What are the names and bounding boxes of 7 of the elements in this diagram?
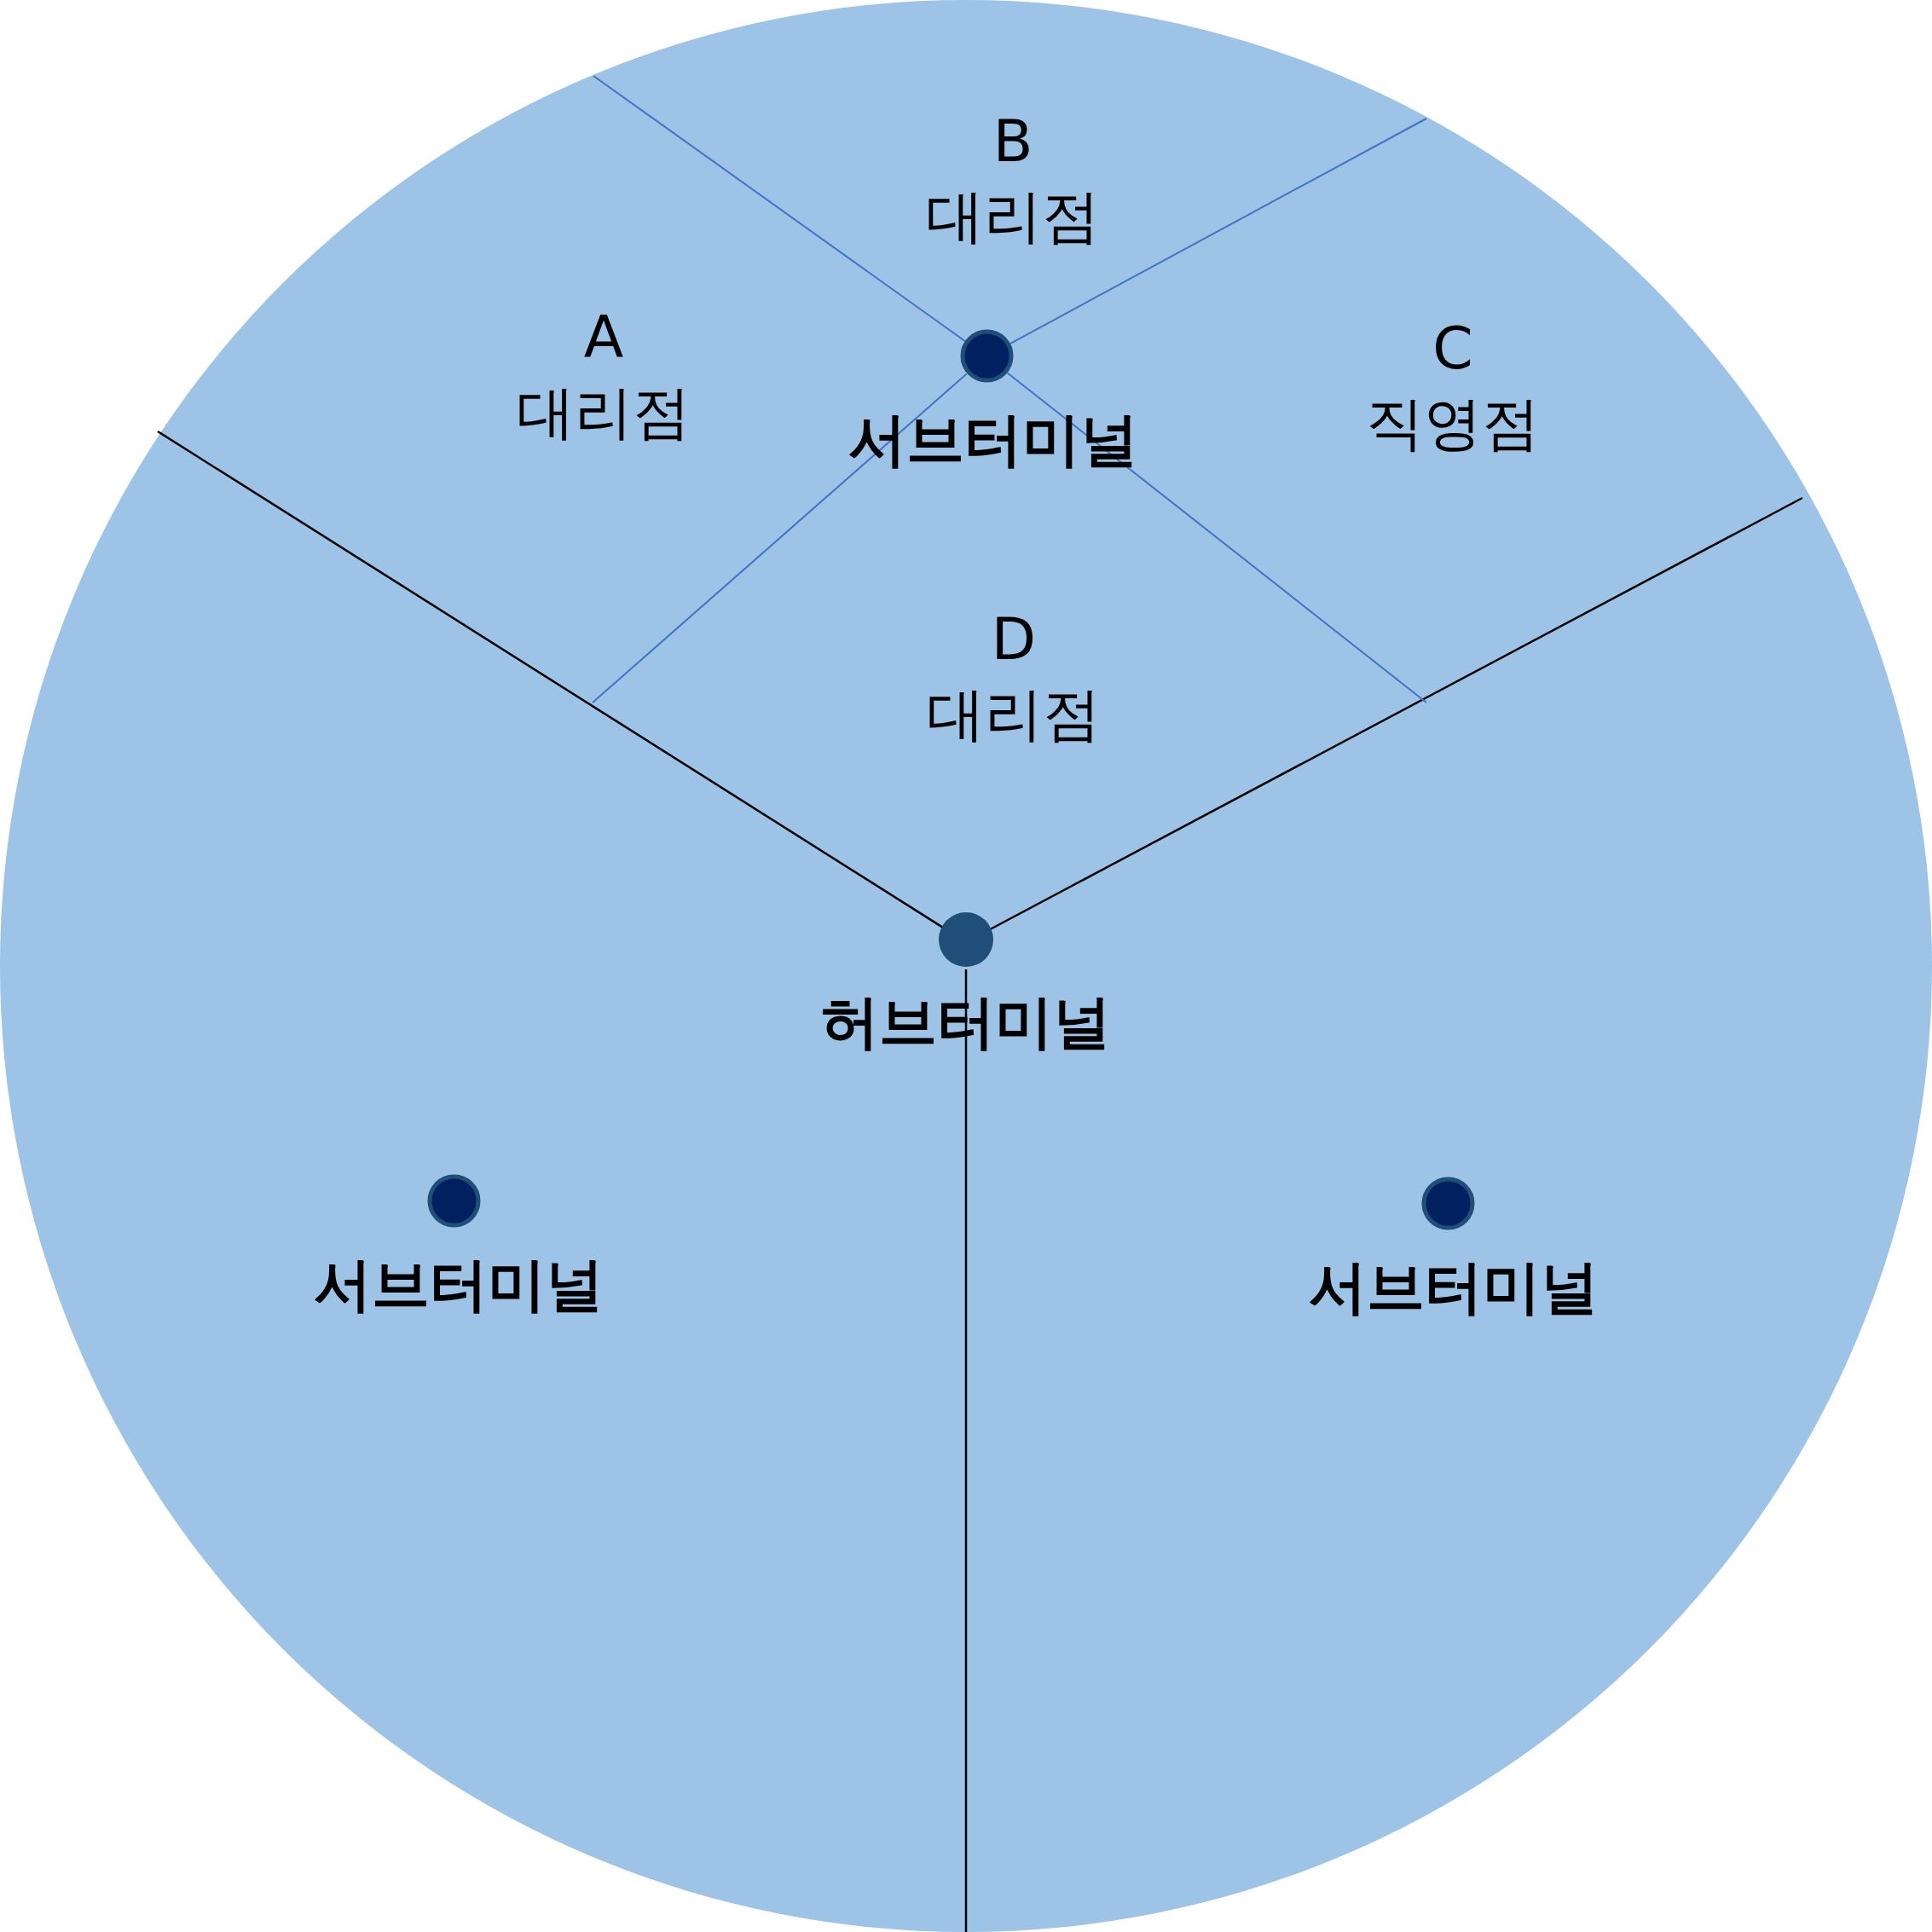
zone-label: A 대리점	[517, 303, 691, 448]
zone-label: D 대리점	[927, 604, 1101, 750]
zone-label: C 직영점	[1366, 314, 1540, 460]
terminal-label: 서브터미널	[848, 411, 1138, 469]
terminal-label: 서브터미널	[1309, 1258, 1599, 1316]
zone-label: B 대리점	[926, 107, 1100, 252]
terminal-label: 서브터미널	[314, 1256, 604, 1314]
